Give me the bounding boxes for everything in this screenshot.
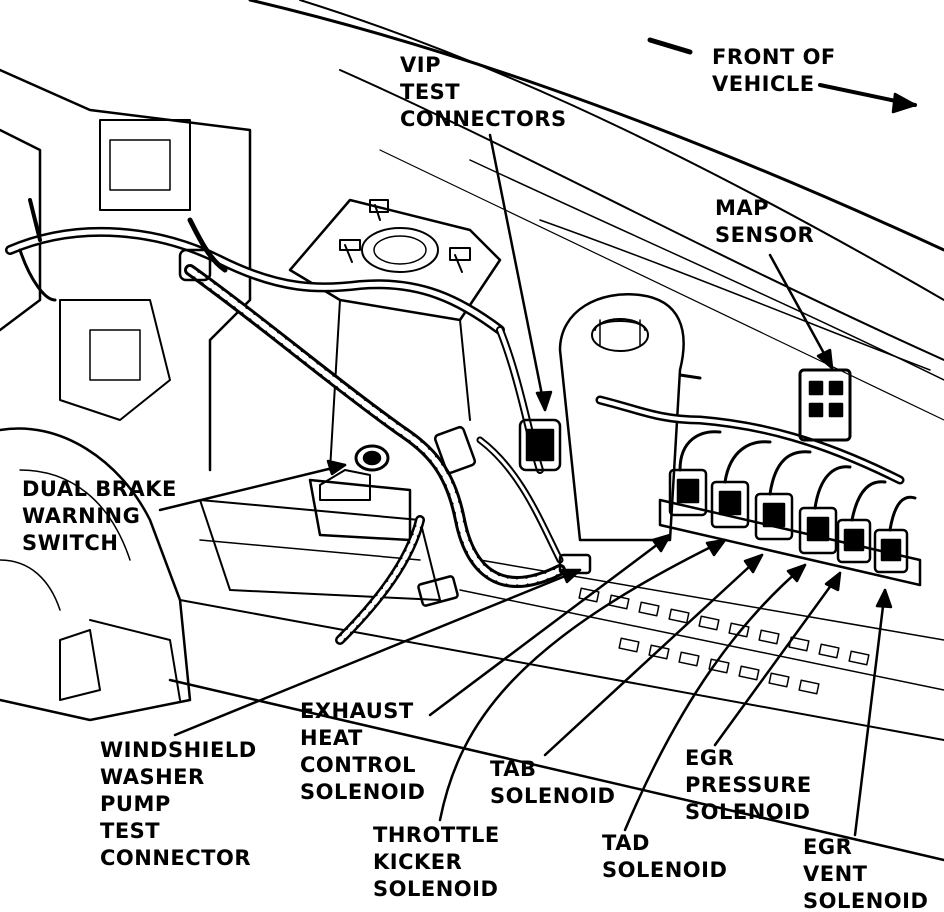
harness-connectors	[178, 248, 852, 607]
label-map-line-2: SENSOR	[715, 223, 815, 247]
label-egr-pressure-line-2: PRESSURE	[685, 773, 812, 797]
label-brake-line-2: WARNING	[22, 504, 141, 528]
solenoid-egr-pressure	[836, 518, 872, 564]
label-tab-line-1: TAB	[490, 757, 537, 781]
label-egr-vent-line-2: VENT	[803, 862, 868, 886]
label-throttle-line-1: THROTTLE	[373, 823, 500, 847]
label-tab-solenoid: TAB SOLENOID	[490, 756, 615, 810]
solenoid-bank	[658, 430, 922, 587]
label-egr-pressure-solenoid: EGR PRESSURE SOLENOID	[685, 745, 812, 826]
label-washer-line-3: PUMP	[100, 792, 171, 816]
label-tab-line-2: SOLENOID	[490, 784, 616, 808]
label-brake-line-1: DUAL BRAKE	[22, 477, 177, 501]
label-egr-vent-line-1: EGR	[803, 835, 853, 859]
solenoid-exhaust-heat	[668, 468, 708, 517]
label-washer-line-2: WASHER	[100, 765, 205, 789]
solenoid-tab	[754, 492, 794, 541]
label-front-line-2: VEHICLE	[712, 72, 815, 96]
label-exhaust-line-3: CONTROL	[300, 753, 417, 777]
label-egr-vent-solenoid: EGR VENT SOLENOID	[803, 834, 928, 912]
label-tad-solenoid: TAD SOLENOID	[602, 830, 727, 884]
label-throttle-line-2: KICKER	[373, 850, 463, 874]
label-egr-vent-line-3: SOLENOID	[803, 889, 929, 912]
brake-assembly	[199, 444, 441, 601]
firewall-structure	[0, 68, 252, 722]
label-washer-line-5: CONNECTOR	[100, 846, 252, 870]
label-exhaust-line-2: HEAT	[300, 726, 363, 750]
wiring-harness	[5, 198, 905, 645]
label-map-sensor: MAP SENSOR	[715, 195, 814, 249]
fender-outline	[248, 0, 944, 421]
label-dual-brake-warning-switch: DUAL BRAKE WARNING SWITCH	[22, 476, 177, 557]
label-windshield-washer-pump: WINDSHIELD WASHER PUMP TEST CONNECTOR	[100, 737, 257, 872]
label-brake-line-3: SWITCH	[22, 531, 119, 555]
label-throttle-line-3: SOLENOID	[373, 877, 499, 901]
front-rail	[168, 559, 944, 862]
label-tad-line-1: TAD	[602, 831, 650, 855]
solenoid-throttle-kicker	[710, 480, 750, 529]
leader-lines	[158, 37, 917, 837]
label-exhaust-line-4: SOLENOID	[300, 780, 426, 804]
label-washer-line-4: TEST	[100, 819, 161, 843]
label-exhaust-line-1: EXHAUST	[300, 699, 414, 723]
label-vip-line-2: TEST	[400, 80, 461, 104]
label-front-of-vehicle: FRONT OF VEHICLE	[712, 44, 836, 98]
label-egr-pressure-line-1: EGR	[685, 746, 735, 770]
solenoid-tad	[798, 506, 838, 555]
label-egr-pressure-line-3: SOLENOID	[685, 800, 811, 824]
label-throttle-kicker-solenoid: THROTTLE KICKER SOLENOID	[373, 822, 500, 903]
label-washer-line-1: WINDSHIELD	[100, 738, 257, 762]
reservoir	[558, 293, 702, 542]
label-map-line-1: MAP	[715, 196, 770, 220]
label-vip-line-3: CONNECTORS	[400, 107, 567, 131]
label-front-line-1: FRONT OF	[712, 45, 836, 69]
label-vip-line-1: VIP	[400, 53, 441, 77]
label-vip-test-connectors: VIP TEST CONNECTORS	[400, 52, 567, 133]
label-exhaust-heat-control-solenoid: EXHAUST HEAT CONTROL SOLENOID	[300, 698, 425, 806]
label-tad-line-2: SOLENOID	[602, 858, 728, 882]
